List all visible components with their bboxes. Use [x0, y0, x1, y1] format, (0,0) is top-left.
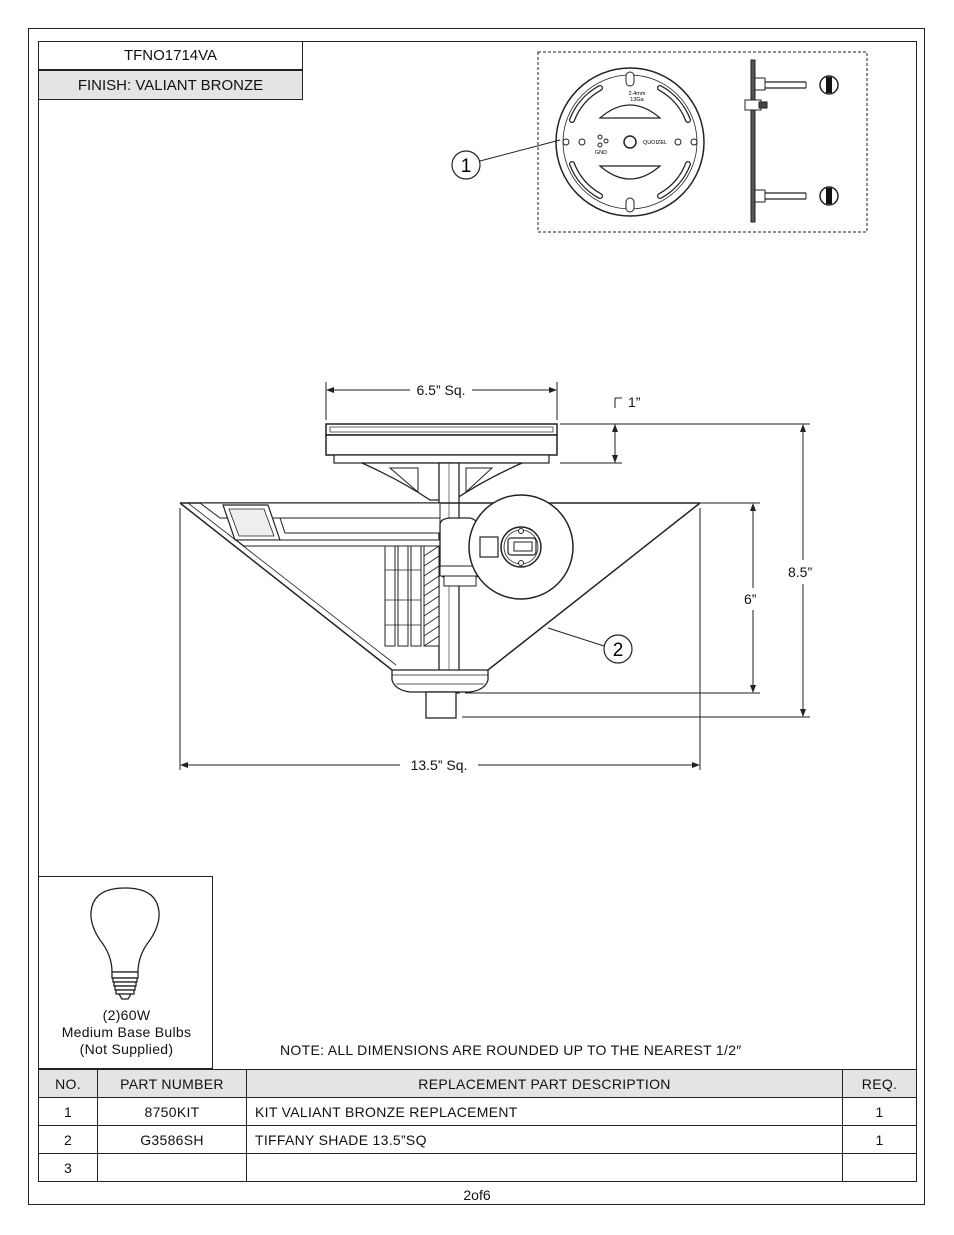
- svg-text:1: 1: [461, 156, 472, 177]
- dim-overall-height: 8.5”: [788, 564, 812, 580]
- dimension-note: NOTE: ALL DIMENSIONS ARE ROUNDED UP TO T…: [280, 1042, 742, 1058]
- page-border: [28, 28, 925, 1205]
- row-no: 2: [38, 1125, 98, 1154]
- callout-1: 1: [451, 139, 561, 180]
- table-header-row: NO. PART NUMBER REPLACEMENT PART DESCRIP…: [38, 1069, 917, 1098]
- row-no: 3: [38, 1153, 98, 1182]
- plate-brand-text: QUOIZEL: [643, 140, 667, 146]
- drawing-frame: [38, 41, 917, 1182]
- row-req: 1: [842, 1125, 917, 1154]
- row-part-number: 8750KIT: [97, 1097, 247, 1126]
- bulb-info-box: (2)60W Medium Base Bulbs (Not Supplied): [38, 876, 213, 1069]
- plate-gauge-text-2: 13Ga: [630, 97, 644, 103]
- col-description: REPLACEMENT PART DESCRIPTION: [246, 1069, 843, 1098]
- plate-gauge-text: 2.4mm: [629, 91, 646, 97]
- col-part-number: PART NUMBER: [97, 1069, 247, 1098]
- bulb-supplied: (Not Supplied): [79, 1041, 174, 1057]
- col-req: REQ.: [842, 1069, 917, 1098]
- bulb-quantity: (2)60W: [102, 1007, 151, 1023]
- plate-gnd-text: GND: [595, 150, 607, 156]
- bulb-type: Medium Base Bulbs: [61, 1024, 192, 1040]
- row-description: KIT VALIANT BRONZE REPLACEMENT: [246, 1097, 843, 1126]
- fixture-elevation: [179, 423, 701, 719]
- bulb-icon: [90, 887, 160, 1000]
- col-no: NO.: [38, 1069, 98, 1098]
- dim-top-width: 6.5” Sq.: [416, 382, 465, 398]
- row-part-number: [97, 1153, 247, 1182]
- row-req: [842, 1153, 917, 1182]
- dim-canopy-height: 1”: [628, 394, 641, 410]
- table-row: 1 8750KIT KIT VALIANT BRONZE REPLACEMENT…: [38, 1097, 917, 1126]
- table-row: 3: [38, 1153, 917, 1182]
- row-description: TIFFANY SHADE 13.5”SQ: [246, 1125, 843, 1154]
- table-row: 2 G3586SH TIFFANY SHADE 13.5”SQ 1: [38, 1125, 917, 1154]
- dim-shade-height: 6”: [744, 591, 757, 607]
- row-part-number: G3586SH: [97, 1125, 247, 1154]
- mounting-kit-detail: 2.4mm 13Ga GND QUOIZEL: [537, 51, 868, 233]
- page-number: 2of6: [463, 1187, 491, 1203]
- parts-table: NO. PART NUMBER REPLACEMENT PART DESCRIP…: [38, 1069, 917, 1182]
- callout-2: 2: [547, 627, 633, 664]
- row-req: 1: [842, 1097, 917, 1126]
- dimension-lines: [179, 382, 810, 770]
- model-number: TFNO1714VA: [38, 41, 303, 70]
- finish-label: FINISH: VALIANT BRONZE: [38, 70, 303, 100]
- row-description: [246, 1153, 843, 1182]
- svg-text:2: 2: [613, 640, 624, 661]
- plate-side-view: [750, 59, 756, 223]
- dim-shade-width: 13.5” Sq.: [411, 757, 468, 773]
- row-no: 1: [38, 1097, 98, 1126]
